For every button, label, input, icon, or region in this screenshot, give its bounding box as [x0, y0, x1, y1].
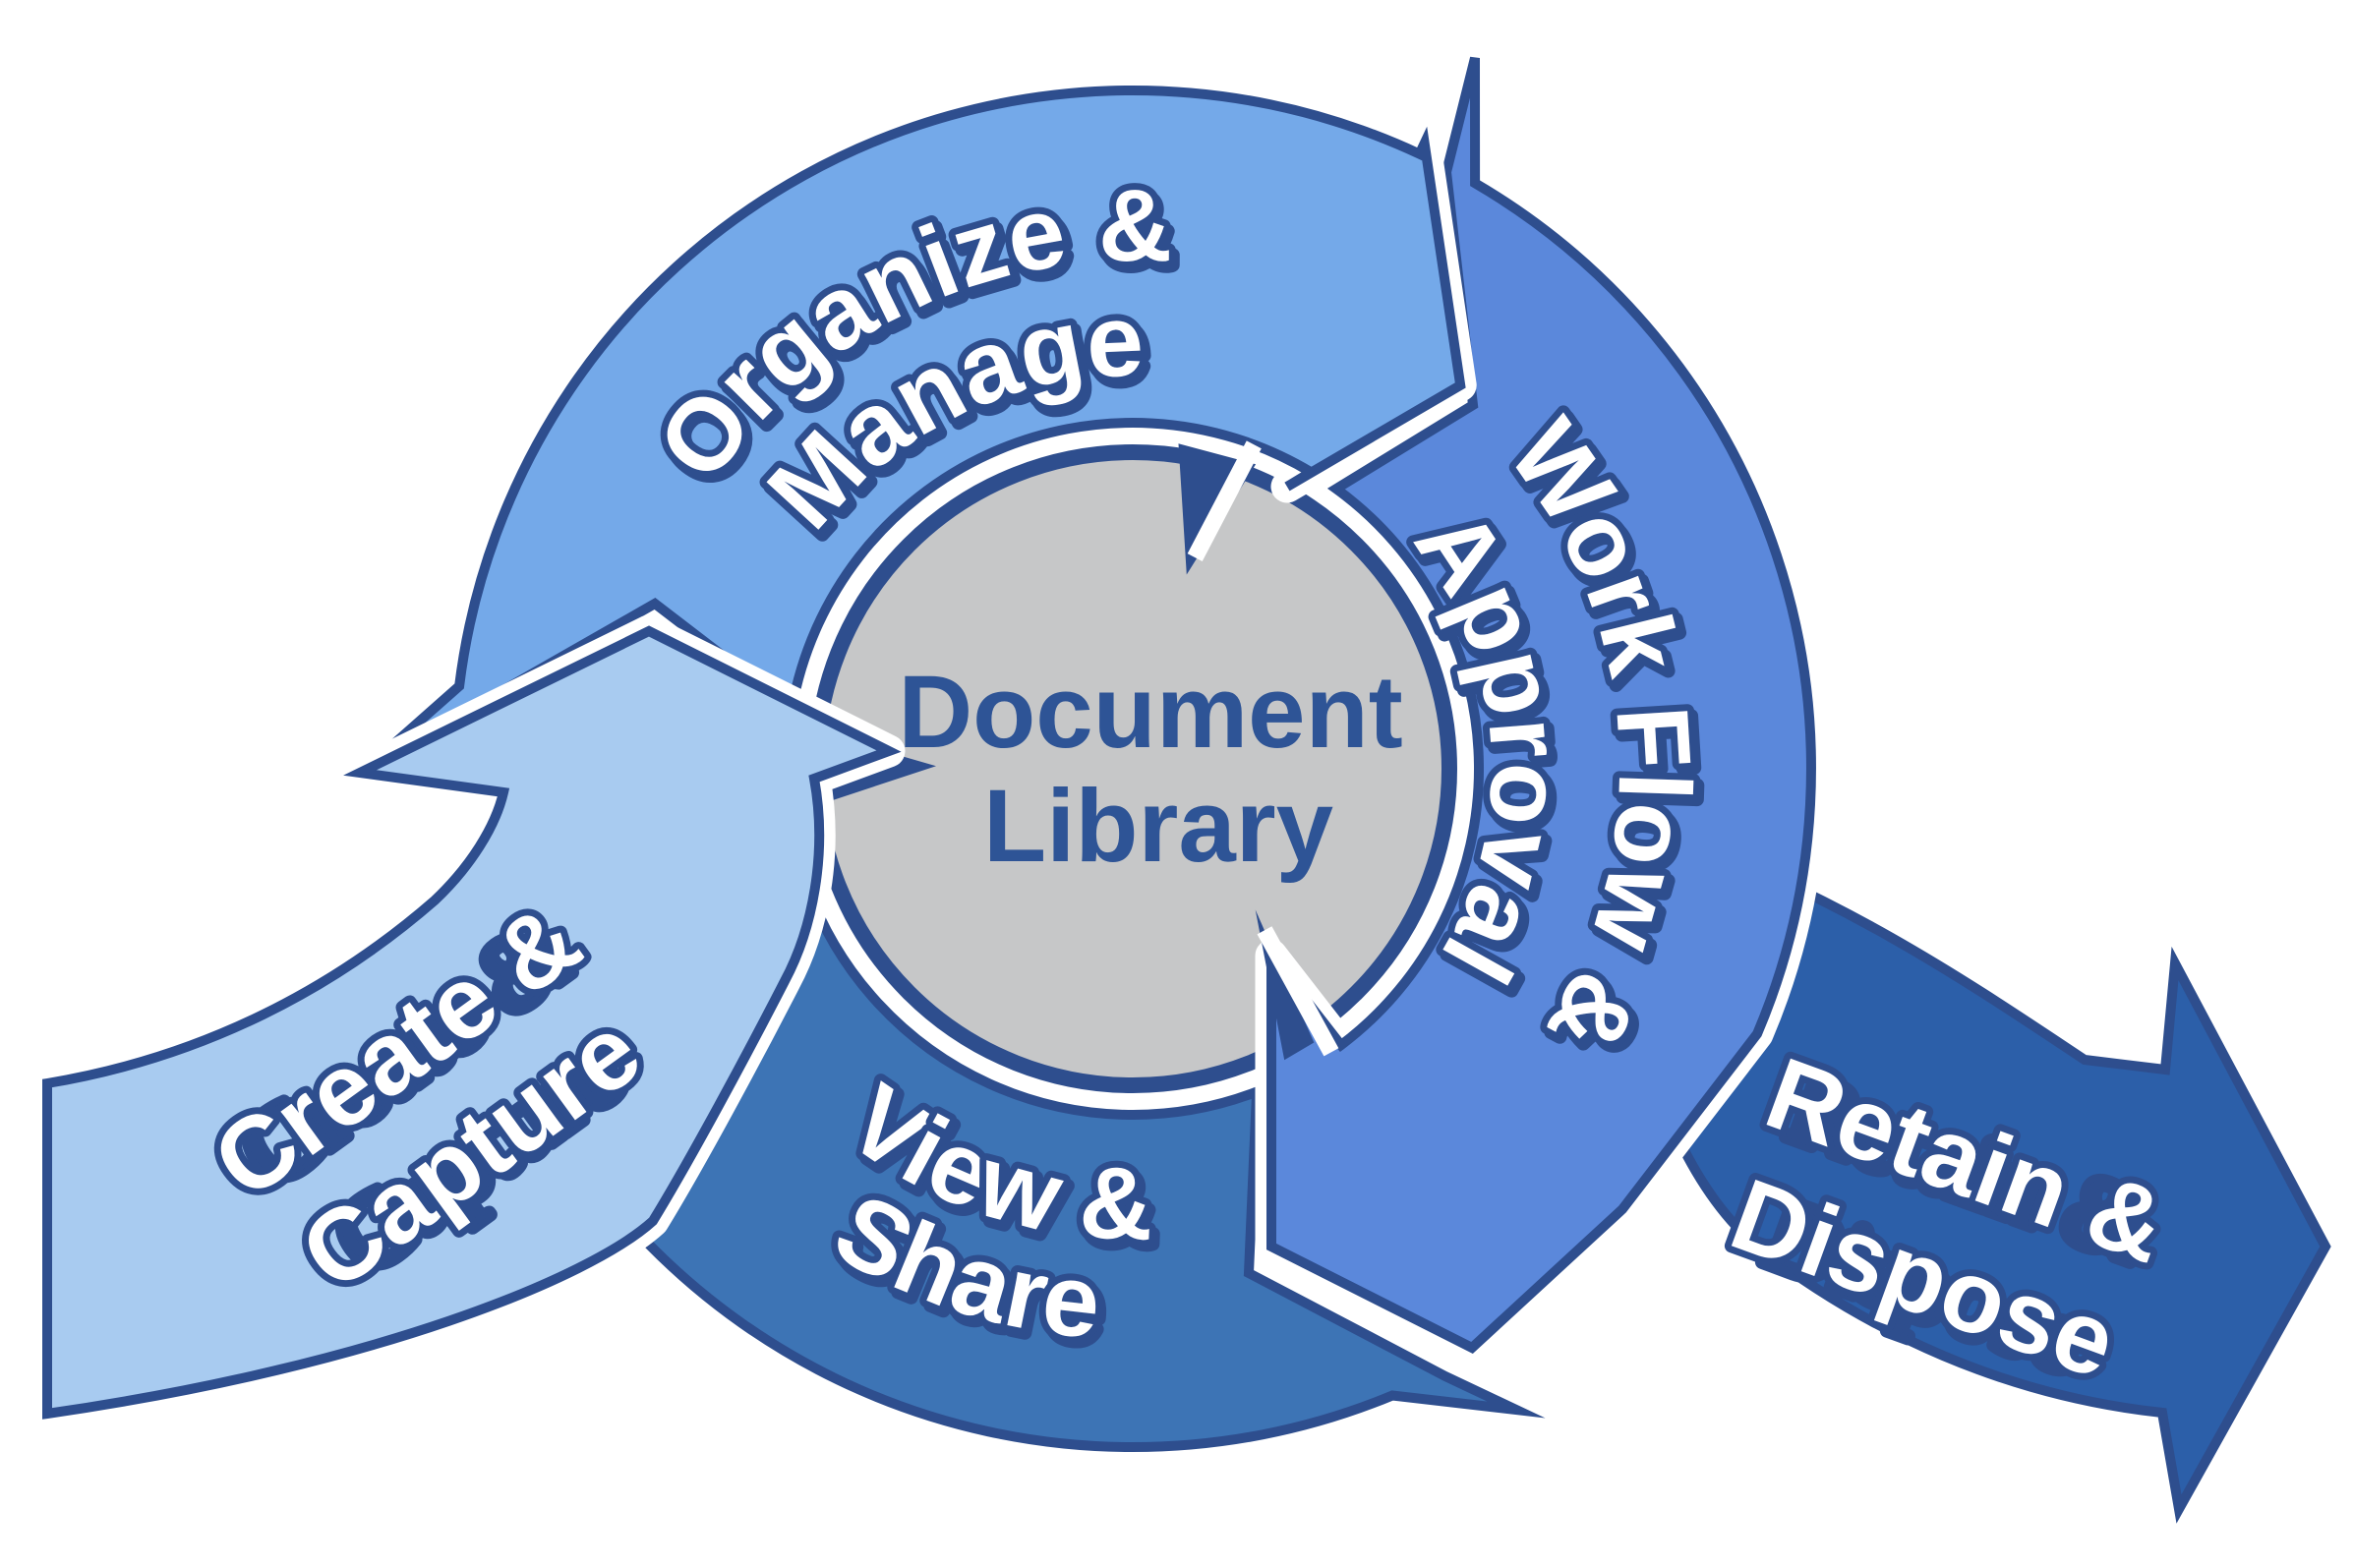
svg-text:Library: Library: [983, 769, 1333, 884]
svg-text:Document: Document: [898, 655, 1402, 770]
